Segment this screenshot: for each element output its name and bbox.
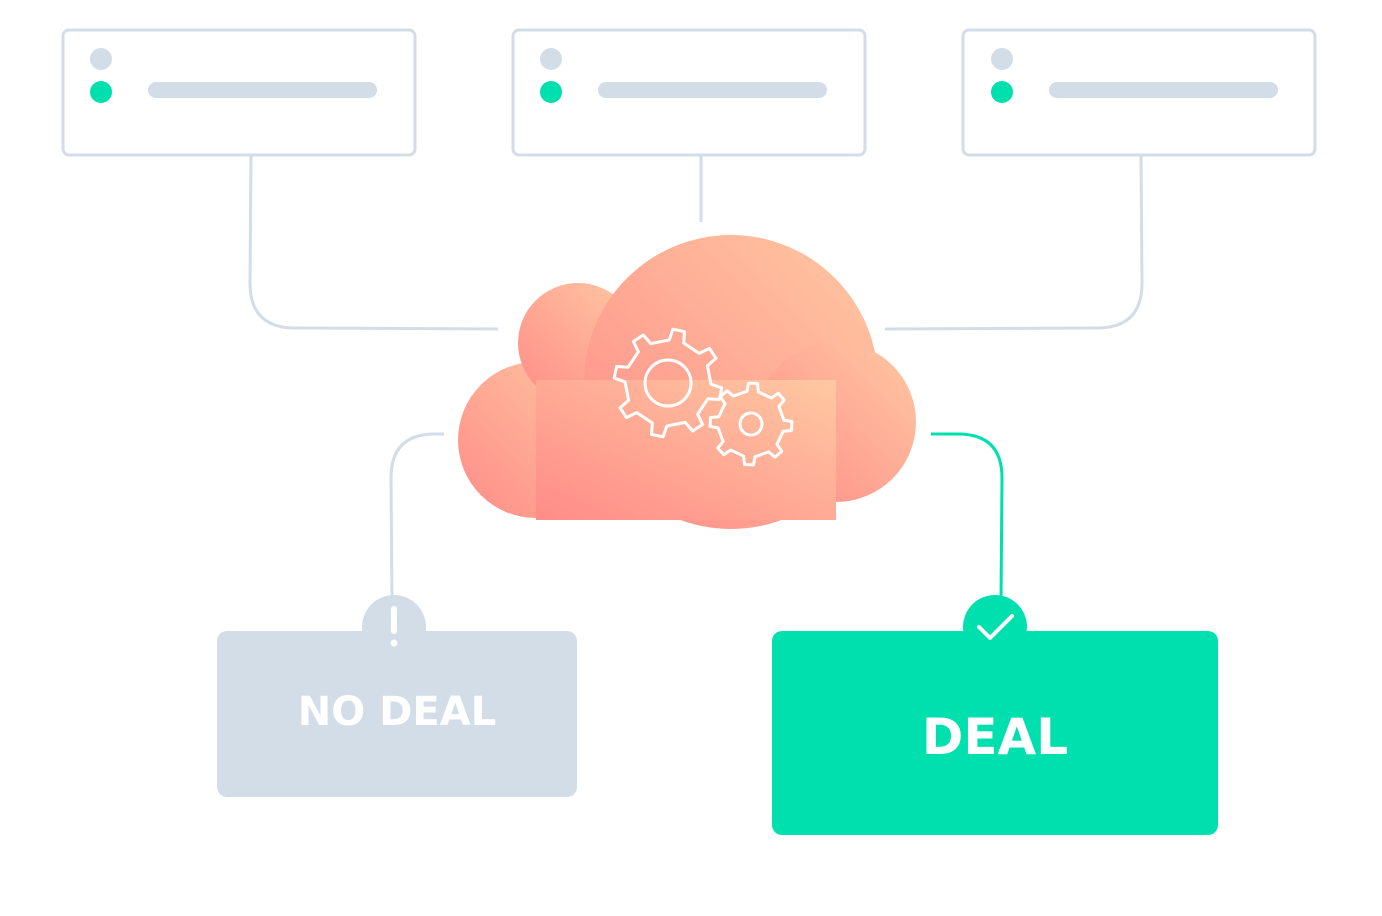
connector-cloud-to-no-deal [389, 432, 444, 601]
source-card-1 [61, 28, 417, 157]
connector-card-1-to-cloud [248, 155, 499, 331]
card-dot-gray [540, 48, 562, 70]
processing-cloud [458, 235, 916, 529]
exclamation-icon [390, 606, 398, 647]
connector-card-3-to-cloud [884, 155, 1144, 331]
no-deal-label: NO DEAL [298, 689, 496, 735]
card-dot-green [90, 81, 112, 103]
no-deal-box [217, 631, 577, 797]
deal-box [772, 631, 1218, 835]
card-placeholder-line [1049, 82, 1278, 98]
gear-small [708, 381, 794, 467]
gears-icon [612, 327, 794, 467]
gear-large [612, 327, 724, 439]
card-placeholder-line [148, 82, 377, 98]
deal-outcome: DEAL [772, 595, 1218, 835]
connector-cloud-to-deal [931, 432, 1004, 601]
checkmark-icon [977, 614, 1014, 640]
deal-label: DEAL [922, 708, 1068, 766]
source-card-3 [961, 28, 1317, 157]
card-dot-green [991, 81, 1013, 103]
source-card-2 [511, 28, 867, 157]
card-dot-green [540, 81, 562, 103]
card-dot-gray [991, 48, 1013, 70]
deal-badge [963, 595, 1027, 659]
no-deal-outcome: NO DEAL [217, 595, 577, 797]
card-placeholder-line [598, 82, 827, 98]
card-dot-gray [90, 48, 112, 70]
